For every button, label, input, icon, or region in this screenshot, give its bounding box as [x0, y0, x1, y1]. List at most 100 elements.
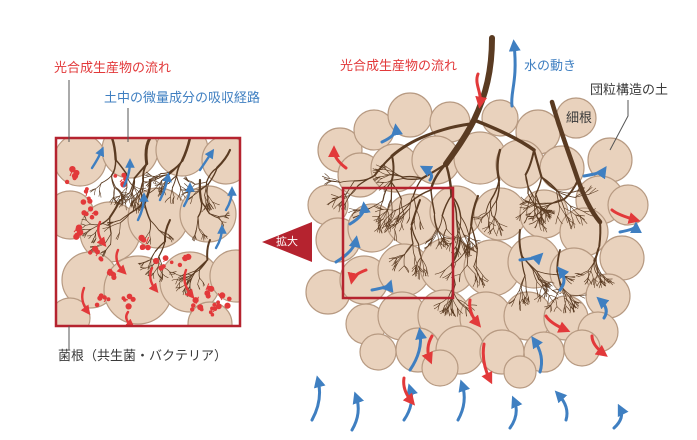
- root-branch: [457, 307, 463, 314]
- fungi-cluster: [215, 292, 232, 310]
- soil-aggregate: [359, 333, 397, 371]
- root-branch: [518, 301, 521, 311]
- root-branch: [390, 181, 402, 200]
- soil-aggregate: [473, 187, 527, 241]
- root-branch: [478, 212, 487, 218]
- root-branch: [563, 306, 565, 314]
- root-branch: [593, 245, 600, 263]
- fungi-dot: [69, 166, 76, 173]
- water-flow-arrow: [508, 39, 521, 108]
- root-branch: [526, 212, 532, 219]
- root-branch: [390, 198, 393, 213]
- root-branch: [562, 179, 579, 201]
- root-branch: [543, 291, 546, 299]
- root-branch: [495, 179, 500, 202]
- photosynth-flow-arrow: [80, 286, 91, 316]
- root-branch: [528, 297, 530, 304]
- soil-aggregate: [209, 249, 240, 303]
- root-branch: [374, 176, 380, 182]
- root-branch: [398, 265, 405, 272]
- root-branch: [414, 221, 416, 230]
- root-branch: [383, 221, 390, 226]
- root-branch: [476, 216, 483, 220]
- root-branch: [493, 227, 498, 237]
- root-branch: [460, 237, 465, 251]
- root-branch: [379, 174, 389, 178]
- root-branch: [198, 269, 200, 279]
- root-branch: [148, 265, 151, 270]
- root-branch: [125, 201, 127, 211]
- root-branch: [519, 275, 526, 291]
- photosynth-flow-label-left: 光合成生産物の流れ: [54, 61, 172, 76]
- root-branch: [176, 282, 180, 288]
- root-branch: [412, 270, 420, 276]
- root-branch: [534, 294, 541, 300]
- root-branch: [119, 222, 121, 234]
- root-branch: [386, 221, 390, 228]
- root-branch: [587, 270, 592, 279]
- root-branch: [386, 166, 394, 173]
- root-branch: [224, 216, 229, 219]
- root-branch: [508, 298, 515, 305]
- micro-absorption-label: 土中の微量成分の吸収経路: [104, 91, 261, 106]
- root-branch: [140, 267, 147, 269]
- root-branch: [372, 176, 380, 180]
- root-branch: [487, 227, 494, 234]
- root-branch: [401, 213, 405, 224]
- root-branch: [401, 223, 404, 231]
- water-flow-arrow: [198, 148, 215, 172]
- root-branch: [437, 230, 440, 242]
- root-branch: [110, 197, 114, 205]
- root-branch: [525, 288, 529, 298]
- root-branch: [110, 233, 112, 245]
- root-branch: [587, 270, 589, 280]
- root-branch: [412, 243, 416, 258]
- root-branch: [172, 187, 175, 198]
- root-branch: [158, 187, 163, 193]
- fungi-dot: [227, 296, 232, 302]
- root-branch: [463, 245, 474, 250]
- fungi-cluster: [64, 166, 80, 185]
- photosynth-flow-arrow: [590, 334, 608, 357]
- root-branch: [528, 221, 536, 225]
- root-branch: [569, 205, 581, 216]
- root-branch: [145, 264, 154, 269]
- root-branch: [530, 203, 538, 208]
- root-branch: [382, 181, 392, 202]
- root-branch: [418, 243, 422, 260]
- expand-label: 拡大: [276, 235, 298, 248]
- root-branch: [597, 271, 605, 279]
- root-branch: [330, 180, 341, 183]
- root-branch: [179, 193, 181, 201]
- fungi-cluster: [80, 187, 93, 205]
- root-branch: [532, 214, 535, 221]
- root-branch: [388, 212, 393, 221]
- root-branch: [418, 270, 420, 280]
- root-branch: [156, 187, 163, 189]
- root-branch: [158, 240, 166, 257]
- water-flow-arrow: [90, 146, 105, 170]
- fungi-dot: [212, 302, 217, 307]
- root-branch: [217, 217, 223, 222]
- root-branch: [481, 216, 483, 224]
- root-branch: [150, 175, 159, 179]
- root-branch: [186, 278, 189, 284]
- root-branch: [457, 299, 468, 306]
- root-branch: [339, 180, 355, 183]
- root-branch: [420, 162, 448, 180]
- root-branch: [540, 176, 559, 193]
- water-flow-arrow: [419, 165, 434, 182]
- root-branch: [89, 188, 96, 192]
- root-branch: [206, 203, 209, 211]
- root-branch: [115, 232, 120, 240]
- root-branch: [198, 259, 209, 271]
- root-branch: [160, 183, 170, 185]
- root-branch: [206, 194, 210, 204]
- root-branch: [388, 210, 396, 223]
- root-branch: [389, 214, 399, 225]
- root-branch: [441, 237, 450, 242]
- root-branch: [524, 149, 535, 176]
- root-branch: [121, 197, 125, 206]
- fungi-dot: [94, 302, 100, 308]
- root-branch: [375, 209, 384, 213]
